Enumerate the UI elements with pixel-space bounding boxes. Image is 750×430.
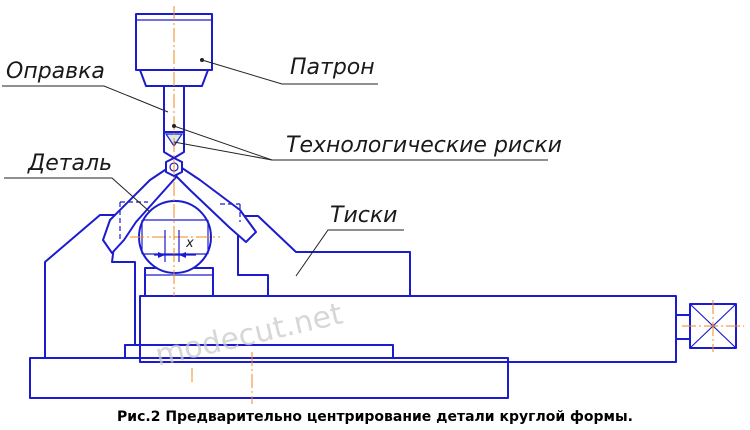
label-tiski: Тиски	[330, 203, 397, 228]
leader-detal	[4, 177, 151, 213]
label-opravka: Оправка	[6, 59, 105, 84]
v-block-left-arm	[102, 167, 179, 254]
figure-caption: Рис.2 Предварительно центрирование детал…	[117, 409, 633, 425]
leader-patron-dot	[200, 58, 204, 62]
leader-opravka	[2, 85, 169, 113]
leader-riski-dot	[172, 124, 176, 128]
label-detal: Деталь	[27, 151, 112, 176]
dim-x-label: x	[185, 236, 194, 251]
dim-x-arrow-right	[179, 252, 186, 258]
v-block-right-arm	[175, 167, 257, 243]
vise-base-plate	[29, 357, 509, 399]
vise-right-jaw	[237, 215, 411, 297]
label-riski: Технологические риски	[286, 133, 562, 158]
label-patron: Патрон	[290, 55, 375, 80]
leader-riski-b	[173, 141, 273, 161]
leader-tiski	[295, 229, 404, 277]
dim-x-arrow-left	[158, 252, 165, 258]
leader-patron	[201, 59, 378, 85]
vise-screw-shaft	[675, 314, 691, 340]
vise-lower-step	[124, 344, 394, 359]
